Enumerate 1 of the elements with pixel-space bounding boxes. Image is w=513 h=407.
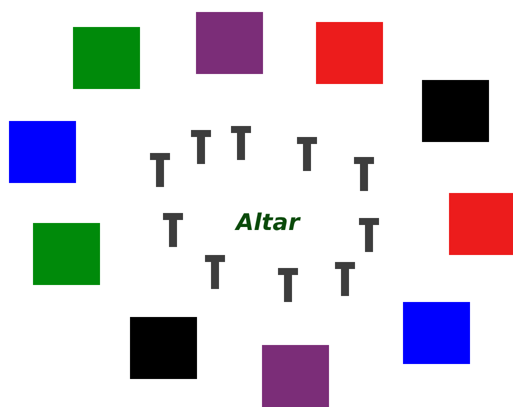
center-label: Altar	[236, 210, 300, 236]
